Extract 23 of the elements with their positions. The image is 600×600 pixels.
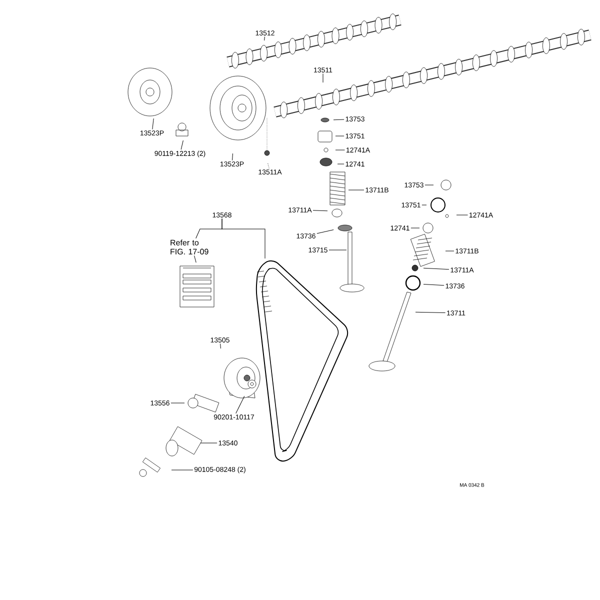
leader-line <box>220 343 221 349</box>
leader-line <box>316 230 334 234</box>
leader-line <box>415 312 446 313</box>
leader-line <box>194 255 196 263</box>
leader-line <box>322 73 324 83</box>
leader-line <box>268 163 270 169</box>
leader-line <box>222 218 266 259</box>
leader-line <box>170 402 185 404</box>
leader-line <box>236 396 245 414</box>
leader-line <box>422 204 427 206</box>
leader-line <box>312 210 328 212</box>
leader-line <box>264 36 265 41</box>
leader-line <box>423 284 444 286</box>
leader-line <box>200 442 218 444</box>
leader-line <box>152 118 154 130</box>
leader-line <box>333 119 344 120</box>
part-number: Refer to FIG. 17-09 <box>170 240 208 254</box>
leader-line <box>424 184 434 186</box>
leader-line <box>180 140 184 150</box>
leader-line <box>423 268 450 270</box>
leader-line <box>445 250 454 252</box>
leader-line <box>232 153 233 161</box>
leader-line <box>456 214 468 216</box>
